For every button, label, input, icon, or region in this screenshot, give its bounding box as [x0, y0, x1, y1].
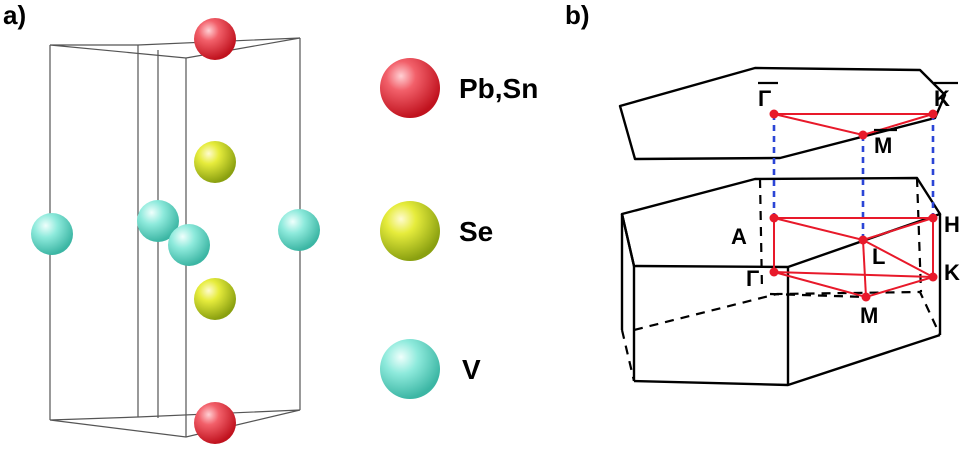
cell-top-face — [49, 37, 301, 59]
kpoint-gamma — [769, 267, 779, 277]
atom-se — [194, 278, 236, 320]
bulk-path-vertical — [862, 239, 867, 298]
bulk-path-top — [773, 217, 934, 242]
bulk-path-bottom — [773, 271, 934, 299]
kpoint-k — [928, 272, 938, 282]
bulk-top-face — [620, 176, 942, 269]
bulk-hidden-edge — [769, 292, 867, 299]
kpoint-l — [858, 235, 868, 245]
label-surface-gamma: Γ — [758, 86, 771, 111]
kpoint-m — [861, 292, 871, 302]
bulk-hidden-edge — [758, 178, 764, 291]
label-surface-m: M — [874, 133, 892, 158]
legend-label-se: Se — [459, 216, 493, 247]
label-surface-k: K — [934, 86, 950, 111]
atom-v — [31, 213, 73, 255]
legend: Pb,Sn Se V — [380, 58, 538, 399]
label-h: H — [944, 212, 960, 237]
panel-b-label: b) — [565, 0, 590, 30]
surface-labels: Γ K M — [758, 81, 958, 158]
label-l: L — [872, 244, 885, 269]
bulk-path-diagonal — [862, 239, 934, 278]
kpoint-surface-gamma — [769, 109, 779, 119]
legend-item-pb-sn: Pb,Sn — [380, 58, 538, 118]
kpoint-surface-m — [858, 130, 868, 140]
bulk-bz-prism — [620, 176, 942, 387]
legend-item-se: Se — [380, 201, 493, 261]
panel-a: a) Pb,Sn — [3, 0, 538, 444]
label-a: A — [731, 224, 747, 249]
panel-a-label: a) — [3, 0, 26, 30]
legend-item-v: V — [380, 339, 481, 399]
panel-b: b) — [565, 0, 960, 387]
bulk-edge — [620, 213, 636, 267]
label-k: K — [944, 260, 960, 285]
surface-bz-plate — [618, 66, 947, 161]
atoms — [31, 18, 320, 444]
atom-v — [168, 224, 210, 266]
legend-swatch-pb-sn — [380, 58, 440, 118]
kpoint-surface-k — [928, 109, 938, 119]
legend-swatch-se — [380, 201, 440, 261]
kpoint-h — [928, 213, 938, 223]
bulk-bottom-hidden — [620, 329, 636, 382]
high-symmetry-path — [773, 113, 934, 299]
label-m: M — [860, 303, 878, 328]
atom-se — [194, 141, 236, 183]
kpoint-a — [769, 213, 779, 223]
cell-bottom-face — [49, 409, 301, 438]
bulk-labels: A Γ L M H K — [731, 212, 960, 328]
atom-v — [278, 209, 320, 251]
bulk-hidden-edge — [915, 177, 923, 293]
label-gamma: Γ — [746, 266, 759, 291]
legend-label-v: V — [462, 354, 481, 385]
atom-pb-sn — [194, 18, 236, 60]
legend-swatch-v — [380, 339, 440, 399]
surface-path — [773, 113, 934, 137]
atom-v — [137, 200, 179, 242]
legend-label-pb-sn: Pb,Sn — [459, 73, 538, 104]
atom-pb-sn — [194, 402, 236, 444]
bulk-bottom-front — [633, 333, 941, 387]
k-points — [769, 109, 938, 302]
